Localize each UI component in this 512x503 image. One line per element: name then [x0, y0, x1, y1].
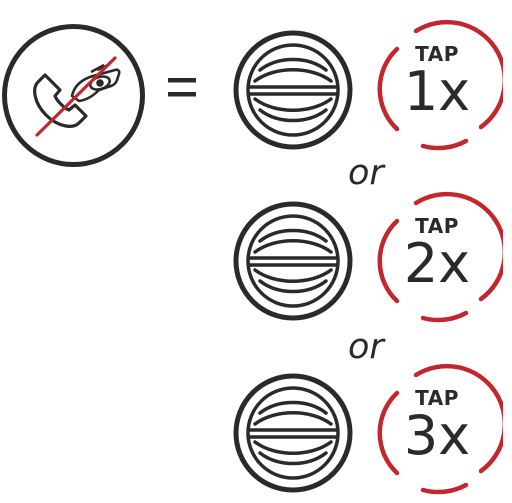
tap-label: TAP: [415, 214, 459, 238]
tap-bracket-icon: [377, 19, 503, 151]
phone-handset-icon: [33, 73, 88, 128]
tap-count-label: 2x: [403, 232, 471, 295]
tap-label: TAP: [415, 386, 459, 410]
or-separator: or: [348, 153, 384, 193]
tap-badge-3x: TAP 3x: [371, 363, 503, 503]
headset-icon: [70, 62, 121, 103]
tap-label: TAP: [415, 42, 459, 66]
jog-dial-icon: [233, 201, 353, 321]
tap-count-label: 3x: [403, 404, 471, 467]
jog-dial-icon: [233, 373, 353, 493]
tap-badge-1x: TAP 1x: [371, 19, 503, 159]
tap-bracket-icon: [377, 191, 503, 323]
tap-badge-2x: TAP 2x: [371, 191, 503, 331]
reject-call-icon: [1, 23, 146, 168]
strike-line: [35, 56, 117, 137]
tap-count-label: 1x: [403, 60, 471, 123]
jog-dial-icon: [233, 30, 353, 150]
equals-sign: [168, 76, 198, 102]
or-separator: or: [348, 327, 384, 367]
tap-bracket-icon: [377, 363, 503, 495]
